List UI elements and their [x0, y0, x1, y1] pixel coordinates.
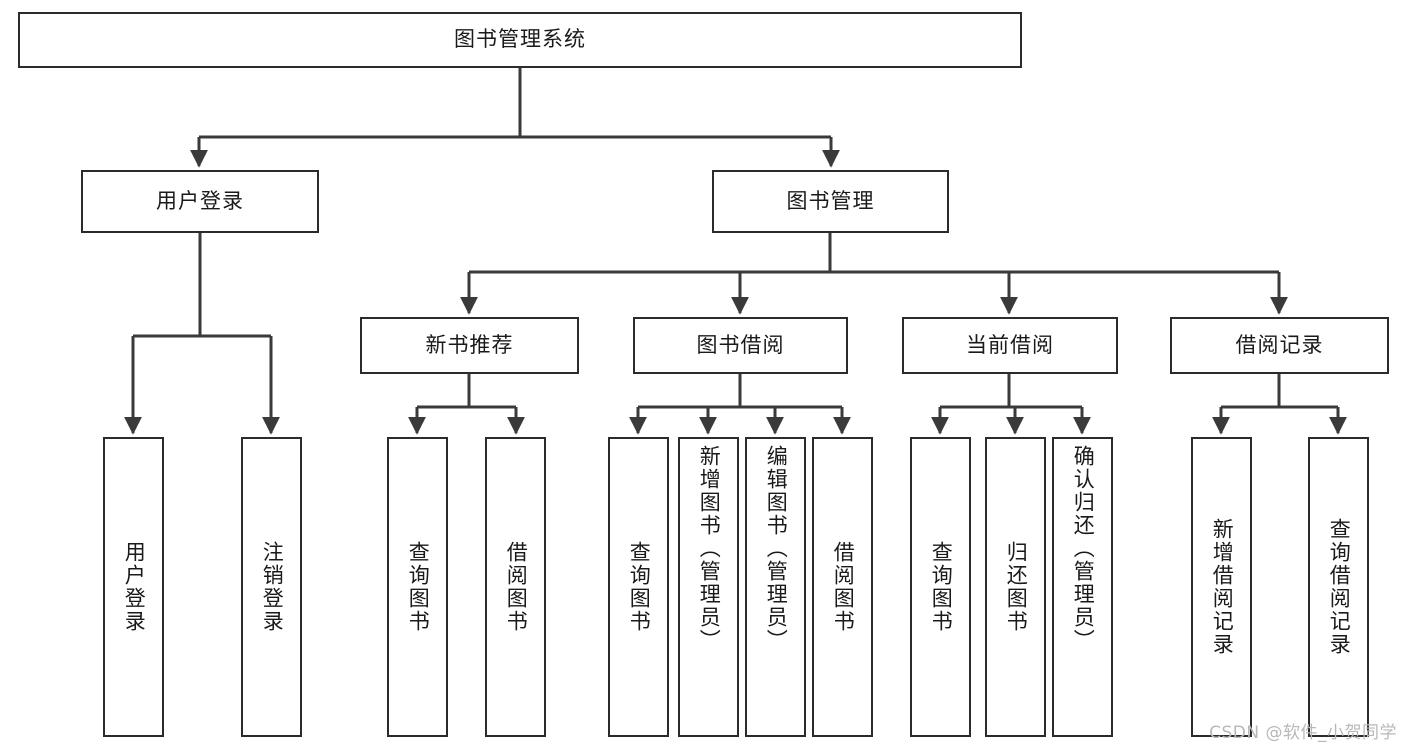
node-leaf-query-book-2-label: 查询图书	[627, 541, 652, 633]
node-user-login[interactable]: 用户登录	[81, 170, 319, 233]
node-leaf-query-book-1-label: 查询图书	[406, 541, 431, 633]
node-leaf-query-borrow-record[interactable]: 查询借阅记录	[1308, 437, 1369, 737]
node-leaf-user-logout[interactable]: 注销登录	[241, 437, 302, 737]
node-user-login-label: 用户登录	[156, 188, 244, 213]
node-leaf-return-book-label: 归还图书	[1004, 541, 1029, 633]
node-leaf-borrow-book-2-label: 借阅图书	[831, 541, 856, 633]
node-book-borrow-label: 图书借阅	[696, 332, 785, 357]
node-current-borrow[interactable]: 当前借阅	[902, 317, 1118, 374]
node-root-label: 图书管理系统	[454, 27, 586, 52]
node-book-borrow[interactable]: 图书借阅	[633, 317, 848, 374]
node-leaf-add-borrow-record-label: 新增借阅记录	[1210, 518, 1235, 656]
node-borrow-record-label: 借阅记录	[1235, 332, 1324, 357]
node-leaf-query-book-3[interactable]: 查询图书	[910, 437, 971, 737]
node-leaf-confirm-return-label: 确认归还（管理员）	[1071, 445, 1096, 652]
node-leaf-borrow-book-1[interactable]: 借阅图书	[485, 437, 546, 737]
node-new-book-recommend[interactable]: 新书推荐	[360, 317, 579, 374]
node-book-management[interactable]: 图书管理	[712, 170, 949, 233]
node-book-management-label: 图书管理	[786, 188, 875, 213]
node-leaf-user-login-label: 用户登录	[122, 541, 147, 633]
node-leaf-user-login[interactable]: 用户登录	[103, 437, 164, 737]
node-root[interactable]: 图书管理系统	[18, 12, 1022, 68]
node-leaf-edit-book-label: 编辑图书（管理员）	[764, 445, 789, 652]
node-leaf-confirm-return[interactable]: 确认归还（管理员）	[1052, 437, 1113, 737]
node-new-book-recommend-label: 新书推荐	[425, 332, 514, 357]
node-leaf-edit-book[interactable]: 编辑图书（管理员）	[745, 437, 806, 737]
node-leaf-user-logout-label: 注销登录	[260, 541, 285, 633]
node-leaf-borrow-book-1-label: 借阅图书	[504, 541, 529, 633]
node-leaf-query-book-2[interactable]: 查询图书	[608, 437, 669, 737]
node-leaf-query-borrow-record-label: 查询借阅记录	[1327, 518, 1352, 656]
node-leaf-query-book-1[interactable]: 查询图书	[387, 437, 448, 737]
node-current-borrow-label: 当前借阅	[966, 332, 1054, 357]
node-leaf-add-book-label: 新增图书（管理员）	[697, 445, 722, 652]
node-leaf-query-book-3-label: 查询图书	[929, 541, 954, 633]
node-leaf-borrow-book-2[interactable]: 借阅图书	[812, 437, 873, 737]
node-borrow-record[interactable]: 借阅记录	[1170, 317, 1389, 374]
node-leaf-return-book[interactable]: 归还图书	[985, 437, 1046, 737]
node-leaf-add-book[interactable]: 新增图书（管理员）	[678, 437, 739, 737]
node-leaf-add-borrow-record[interactable]: 新增借阅记录	[1191, 437, 1252, 737]
